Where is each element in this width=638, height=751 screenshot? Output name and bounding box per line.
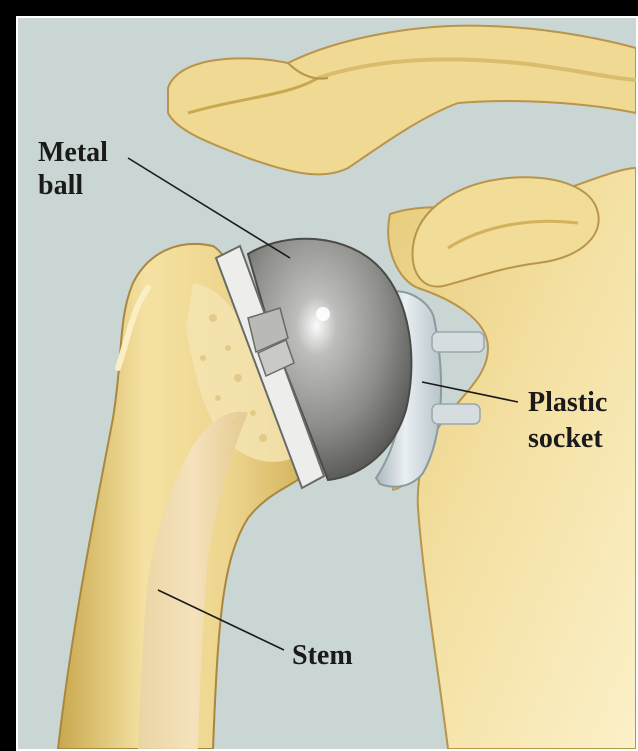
label-plastic-socket-line2: socket [528, 423, 603, 454]
label-metal-ball-line2: ball [38, 170, 83, 201]
illustration-frame: Metal ball Plastic socket Stem [16, 16, 638, 751]
label-metal-ball-line1: Metal [38, 137, 108, 168]
socket-peg-upper [432, 332, 484, 352]
socket-peg-lower [432, 404, 480, 424]
label-plastic-socket-line1: Plastic [528, 387, 607, 418]
shoulder-replacement-diagram: Metal ball Plastic socket Stem [18, 18, 636, 749]
label-stem: Stem [292, 640, 353, 671]
ball-highlight [316, 307, 330, 321]
